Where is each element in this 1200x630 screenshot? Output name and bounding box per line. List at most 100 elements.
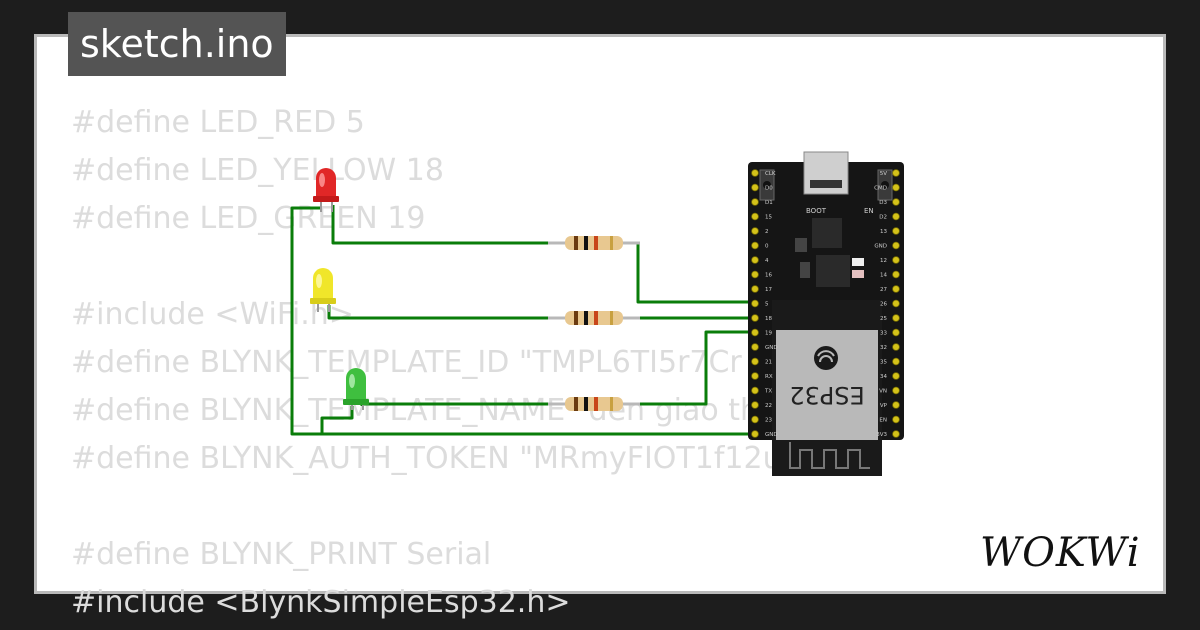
pin-hole xyxy=(751,386,759,395)
pin-label: VN xyxy=(879,389,887,395)
pin-label: 23 xyxy=(765,418,772,424)
wire-yellow-anode xyxy=(327,305,560,320)
pin-hole xyxy=(751,256,759,264)
pin-label: 21 xyxy=(765,360,772,366)
pin-hole xyxy=(892,198,900,206)
pin-hole xyxy=(751,270,759,279)
led-red xyxy=(313,168,339,212)
en-label: EN xyxy=(864,207,874,215)
pin-hole xyxy=(892,169,900,177)
code-line: #define LED_RED 5 xyxy=(71,105,365,140)
pin-label: 5 xyxy=(765,302,769,308)
boot-label: BOOT xyxy=(806,207,827,215)
resistor-green xyxy=(548,397,640,411)
pin-hole xyxy=(892,328,900,337)
pin-hole xyxy=(751,401,759,409)
pin-hole xyxy=(892,285,900,293)
pin-hole xyxy=(751,343,759,351)
pin-label: 17 xyxy=(765,287,772,293)
wire-common-ground xyxy=(290,206,755,436)
pin-hole xyxy=(892,357,900,366)
pin-label: 0 xyxy=(765,244,769,250)
pin-label: CLK xyxy=(765,171,776,177)
sketch-filename-tab: sketch.ino xyxy=(68,12,286,76)
pin-label: 34 xyxy=(880,374,887,380)
wire-green-cathode-ground xyxy=(320,406,354,434)
code-line: #include <WiFi.h> xyxy=(71,297,354,332)
right-pin-header xyxy=(892,169,900,438)
pin-hole xyxy=(892,299,900,308)
pin-hole xyxy=(892,372,900,380)
pin-label: D1 xyxy=(765,200,773,206)
pin-hole xyxy=(892,401,900,409)
pin-label: 33 xyxy=(880,331,887,337)
pin-hole xyxy=(751,372,759,380)
wire-green-anode xyxy=(360,402,560,406)
pin-hole xyxy=(892,270,900,279)
pin-hole xyxy=(751,227,759,235)
code-line: #define BLYNK_PRINT Serial xyxy=(71,537,492,572)
pin-hole xyxy=(892,343,900,351)
pin-label: 14 xyxy=(880,273,887,279)
pin-hole xyxy=(892,241,900,250)
code-line: #define LED_GREEN 19 xyxy=(71,201,426,236)
code-line: #include <BlynkSimpleEsp32.h> xyxy=(71,585,571,620)
esp32-board: BOOT EN ESP32 CLKD0D115204161751819GND21… xyxy=(748,151,904,476)
resistor-red xyxy=(548,236,640,250)
pin-hole xyxy=(892,256,900,264)
pin-hole xyxy=(751,415,759,424)
code-line: #define BLYNK_TEMPLATE_NAME "den giao th xyxy=(71,393,760,428)
pin-hole xyxy=(751,328,759,337)
pin-label: 22 xyxy=(765,403,772,409)
pin-label: 3V3 xyxy=(876,432,887,438)
pin-hole xyxy=(751,299,759,308)
pin-label: D3 xyxy=(879,200,887,206)
pin-hole xyxy=(751,183,759,192)
pin-hole xyxy=(892,415,900,424)
pin-label: GND xyxy=(765,345,778,351)
pin-hole xyxy=(751,212,759,221)
wire-green-resistor-to-pin19 xyxy=(625,330,755,406)
led-green xyxy=(343,368,369,410)
pin-hole xyxy=(892,183,900,192)
pin-hole xyxy=(751,241,759,250)
pin-label: 19 xyxy=(765,331,772,337)
pin-hole xyxy=(892,227,900,235)
code-preview: #define LED_RED 5 #define LED_YELLOW 18 #d… xyxy=(71,99,782,627)
pin-label: 12 xyxy=(880,258,887,264)
pin-label: GND xyxy=(874,244,887,250)
pin-hole xyxy=(751,169,759,177)
wire-red-anode xyxy=(331,205,560,245)
pin-hole xyxy=(751,285,759,293)
pin-label: 35 xyxy=(880,360,887,366)
pin-hole xyxy=(751,198,759,206)
pin-label: 2 xyxy=(765,229,769,235)
pin-label: EN xyxy=(879,418,887,424)
pin-label: 13 xyxy=(880,229,887,235)
pin-hole xyxy=(892,386,900,395)
pin-hole xyxy=(892,314,900,322)
left-pin-header xyxy=(751,169,759,438)
pin-label: CMD xyxy=(874,186,887,192)
pin-label: D0 xyxy=(765,186,773,192)
pin-label: 5V xyxy=(880,171,887,177)
code-line: #define LED_YELLOW 18 xyxy=(71,153,444,188)
pin-label: 18 xyxy=(765,316,772,322)
right-pin-labels: 5VCMDD3D213GND121427262533323534VNVPEN3V… xyxy=(874,171,887,438)
wokwi-wordmark: WOKWi xyxy=(980,530,1141,576)
pin-hole xyxy=(751,357,759,366)
pin-label: D2 xyxy=(879,215,887,221)
chip-label: ESP32 xyxy=(789,381,864,409)
pin-label: RX xyxy=(765,374,773,380)
pin-label: 15 xyxy=(765,215,772,221)
resistor-yellow xyxy=(548,311,640,325)
wire-red-resistor-to-pin5 xyxy=(625,241,755,304)
pin-hole xyxy=(751,430,759,438)
pin-label: TX xyxy=(764,389,772,395)
pin-hole xyxy=(892,212,900,221)
wokwi-logo: WOKWi xyxy=(980,528,1150,580)
pin-label: 16 xyxy=(765,273,772,279)
pin-label: 27 xyxy=(880,287,887,293)
